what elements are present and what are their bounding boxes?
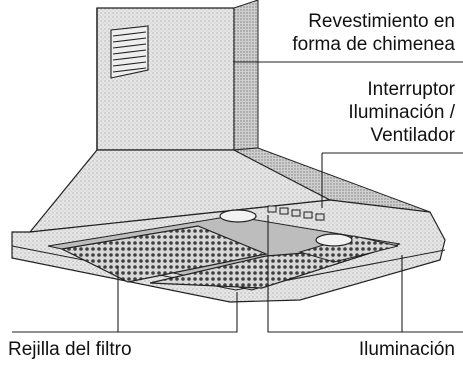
leader-light-a xyxy=(267,215,463,333)
light-fixture xyxy=(219,209,353,247)
filter-grid-label: Rejilla del filtro xyxy=(8,339,132,360)
chimney-cover-label-line1: Revestimiento en xyxy=(308,11,455,32)
switch-label-line2: Iluminación / xyxy=(348,102,455,123)
switch-label: Interruptor Iluminación / Ventilador xyxy=(348,78,455,147)
switch-label-line1: Interruptor xyxy=(367,79,455,100)
chimney-cover-label-line2: forma de chimenea xyxy=(292,34,455,55)
lighting-label: Iluminación xyxy=(358,339,455,360)
control-panel xyxy=(267,205,325,221)
leader-filter-b xyxy=(118,292,238,333)
switch-label-line3: Ventilador xyxy=(370,125,455,146)
chimney-vent-slots xyxy=(110,25,149,79)
filter-grid xyxy=(60,225,399,289)
chimney-cover-label: Revestimiento en forma de chimenea xyxy=(292,10,455,56)
leader-lines xyxy=(12,61,463,333)
